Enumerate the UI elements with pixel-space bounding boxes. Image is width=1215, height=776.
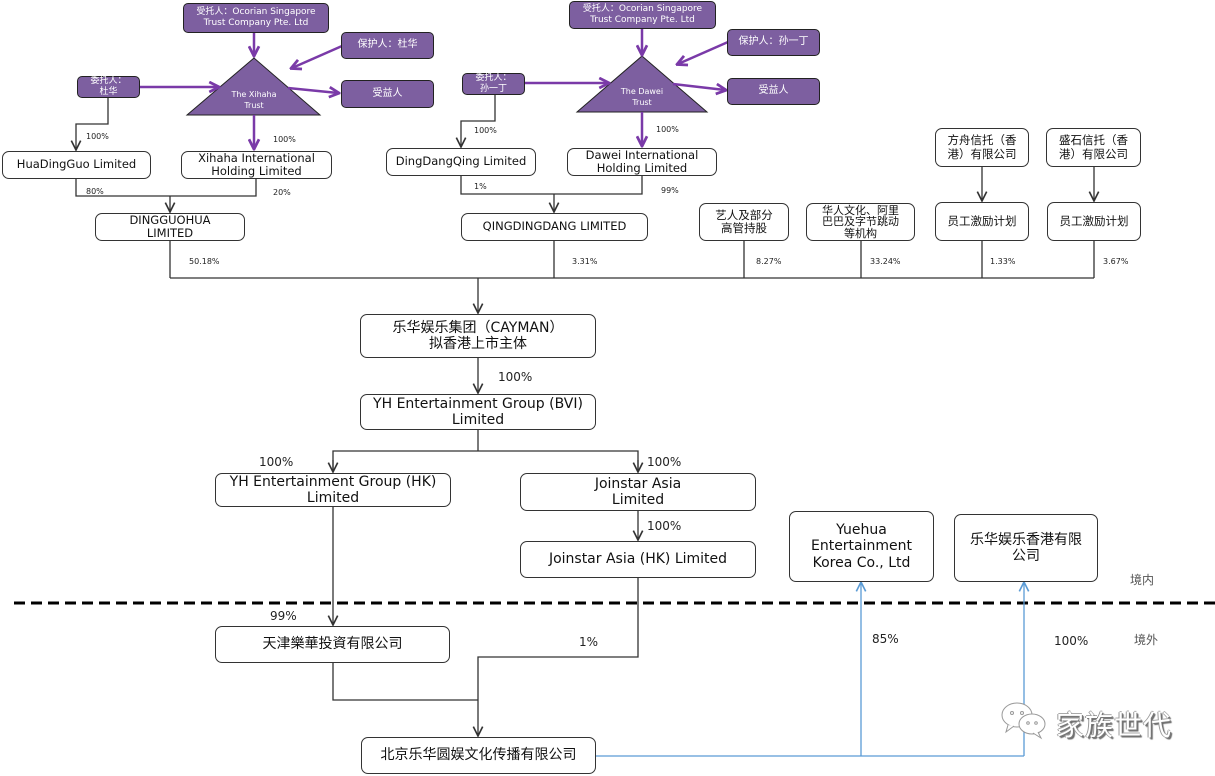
dawei-trustee-box: 受托人：Ocorian Singapore Trust Company Pte.… xyxy=(569,1,716,29)
zone-label-lower: 境外 xyxy=(1134,633,1159,647)
xihaha-trust-label: The Xihaha Trust xyxy=(231,90,277,111)
xihaha-trustee-box: 受托人：Ocorian Singapore Trust Company Pte.… xyxy=(183,3,329,33)
pct-dawei-intl: 100% xyxy=(656,125,679,134)
pct-settlor-huadingguo: 100% xyxy=(86,132,109,141)
xihaha-protector-box: 保护人：杜华 xyxy=(341,32,434,59)
yh-hk-box: YH Entertainment Group (HK) Limited xyxy=(215,473,451,507)
pct-esop2: 3.67% xyxy=(1103,257,1129,266)
pct-huadingguo-dingguohua: 80% xyxy=(86,187,104,196)
pct-dingdangqing-qingdingdang: 1% xyxy=(474,182,487,191)
fangzhou-trust-box: 方舟信托（香 港）有限公司 xyxy=(935,128,1029,167)
pct-dawei-intl-qingdingdang: 99% xyxy=(661,186,679,195)
esop-box-1: 员工激励计划 xyxy=(935,202,1029,241)
pct-investors: 33.24% xyxy=(870,257,901,266)
bvi-box: YH Entertainment Group (BVI) Limited xyxy=(360,394,596,430)
joinstar-hk-box: Joinstar Asia (HK) Limited xyxy=(520,541,756,578)
yuehua-hk-box: 乐华娱乐香港有限 公司 xyxy=(954,514,1098,582)
cayman-listing-entity-box: 乐华娱乐集团（CAYMAN） 拟香港上市主体 xyxy=(360,314,596,358)
joinstar-box: Joinstar Asia Limited xyxy=(520,473,756,511)
beijing-box: 北京乐华圆娱文化传播有限公司 xyxy=(361,737,596,774)
dawei-beneficiary-box: 受益人 xyxy=(727,78,820,105)
xihaha-beneficiary-box: 受益人 xyxy=(341,80,434,108)
dawei-intl-box: Dawei International Holding Limited xyxy=(567,148,717,176)
pct-xihaha-intl: 100% xyxy=(273,135,296,144)
esop-box-2: 员工激励计划 xyxy=(1047,202,1141,241)
wechat-icon xyxy=(1001,702,1046,740)
investors-box: 华人文化、阿里 巴巴及字节跳动 等机构 xyxy=(806,203,915,241)
tianjin-box: 天津樂華投資有限公司 xyxy=(215,626,450,663)
pct-xihaha-intl-dingguohua: 20% xyxy=(273,188,291,197)
pct-settlor-dingdangqing: 100% xyxy=(474,126,497,135)
huadingguo-box: HuaDingGuo Limited xyxy=(2,151,151,179)
dawei-protector-box: 保护人：孙一丁 xyxy=(727,29,820,56)
pct-qingdingdang: 3.31% xyxy=(572,257,598,266)
pct-beijing-korea: 85% xyxy=(872,632,899,646)
dawei-settlor-box: 委托人： 孙一丁 xyxy=(462,73,525,95)
dingguohua-box: DINGGUOHUA LIMITED xyxy=(95,213,245,241)
pct-yh-hk-tianjin: 99% xyxy=(270,609,297,623)
pct-bvi-yh-hk: 100% xyxy=(259,455,294,469)
pct-beijing-yuehua-hk: 100% xyxy=(1054,634,1089,648)
dawei-trust-label: The Dawei Trust xyxy=(620,87,664,108)
watermark-text: 家族世代 xyxy=(1056,709,1173,742)
pct-cayman-bvi: 100% xyxy=(498,370,533,384)
artists-box: 艺人及部分 高管持股 xyxy=(699,203,789,241)
pct-dingguohua: 50.18% xyxy=(189,257,220,266)
shengshi-trust-box: 盛石信托（香 港）有限公司 xyxy=(1046,128,1141,167)
qingdingdang-box: QINGDINGDANG LIMITED xyxy=(461,213,648,241)
pct-esop1: 1.33% xyxy=(990,257,1016,266)
pct-artists: 8.27% xyxy=(756,257,782,266)
xihaha-settlor-box: 委托人： 杜华 xyxy=(77,76,140,98)
dingdangqing-box: DingDangQing Limited xyxy=(386,148,536,176)
xihaha-intl-box: Xihaha International Holding Limited xyxy=(181,151,332,179)
korea-box: Yuehua Entertainment Korea Co., Ltd xyxy=(789,511,934,582)
pct-joinstar-hk-beijing: 1% xyxy=(579,635,599,649)
pct-joinstar-hk: 100% xyxy=(647,519,682,533)
pct-bvi-joinstar: 100% xyxy=(647,455,682,469)
zone-label-upper: 境内 xyxy=(1130,573,1155,587)
